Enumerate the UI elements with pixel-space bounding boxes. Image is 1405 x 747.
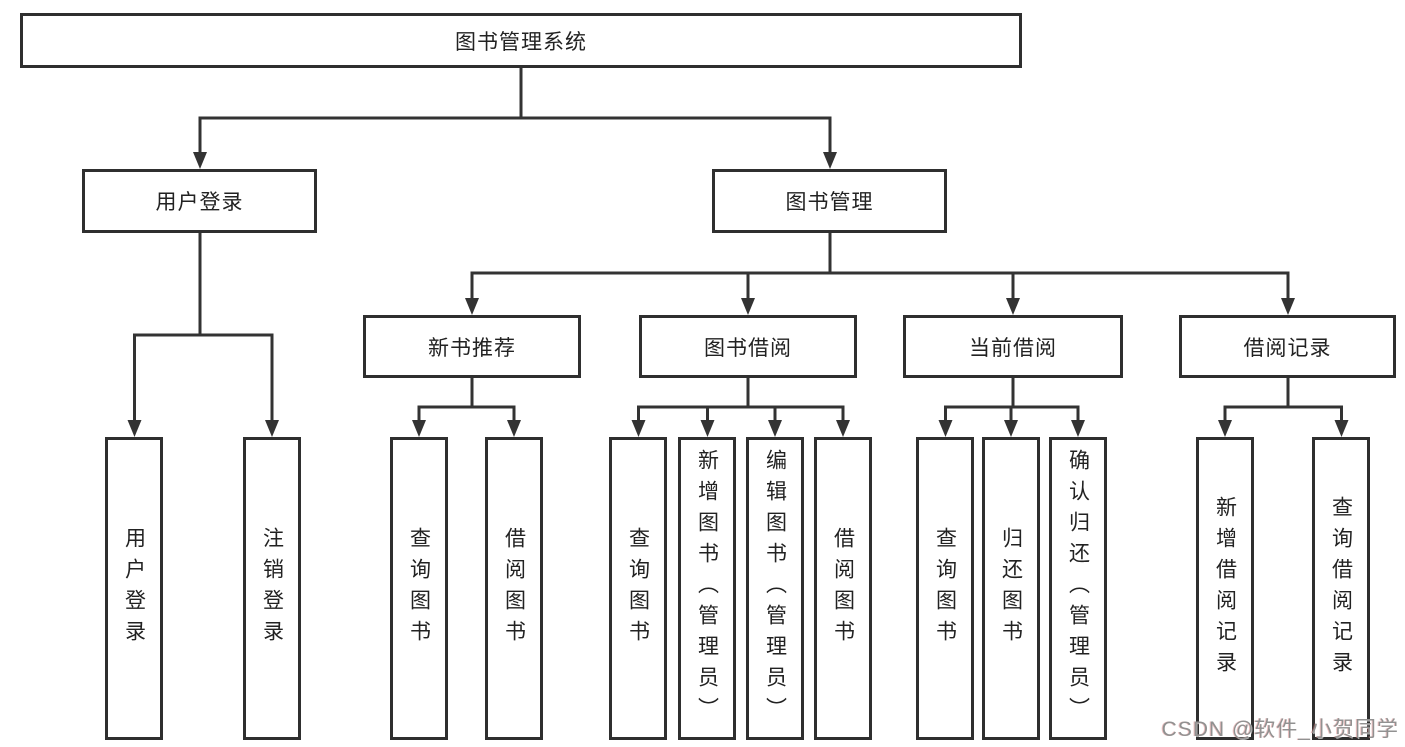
csdn-watermark: CSDN @软件_小贺同学 (1161, 718, 1399, 741)
leaf-label: 新增借阅记录 (1213, 495, 1237, 682)
node-new-book-recommend: 新书推荐 (363, 315, 581, 378)
leaf-return-books: 归还图书 (982, 437, 1040, 740)
leaf-label: 查询借阅记录 (1329, 495, 1353, 682)
leaf-query-borrow-record: 查询借阅记录 (1312, 437, 1370, 740)
leaf-user-login: 用户登录 (105, 437, 163, 740)
leaf-edit-books-admin: 编辑图书（管理员） (746, 437, 804, 740)
node-book-management: 图书管理 (712, 169, 947, 233)
node-user-login: 用户登录 (82, 169, 317, 233)
node-borrow-records: 借阅记录 (1179, 315, 1396, 378)
leaf-label: 编辑图书（管理员） (763, 449, 787, 728)
leaf-label: 查询图书 (933, 526, 957, 651)
leaf-borrow-books-recommend: 借阅图书 (485, 437, 543, 740)
leaf-label: 用户登录 (122, 526, 146, 651)
leaf-label: 归还图书 (999, 526, 1023, 651)
node-book-borrow: 图书借阅 (639, 315, 857, 378)
leaf-query-current-books: 查询图书 (916, 437, 974, 740)
leaf-label: 查询图书 (626, 526, 650, 651)
leaf-logout: 注销登录 (243, 437, 301, 740)
leaf-add-books-admin: 新增图书（管理员） (678, 437, 736, 740)
leaf-label: 注销登录 (260, 526, 284, 651)
leaf-label: 借阅图书 (831, 526, 855, 651)
leaf-label: 借阅图书 (502, 526, 526, 651)
leaf-query-books: 查询图书 (609, 437, 667, 740)
leaf-borrow-books: 借阅图书 (814, 437, 872, 740)
leaf-label: 查询图书 (407, 526, 431, 651)
leaf-add-borrow-record: 新增借阅记录 (1196, 437, 1254, 740)
node-current-borrow: 当前借阅 (903, 315, 1123, 378)
leaf-confirm-return-admin: 确认归还（管理员） (1049, 437, 1107, 740)
leaf-query-books-recommend: 查询图书 (390, 437, 448, 740)
leaf-label: 确认归还（管理员） (1066, 449, 1090, 728)
node-root-system: 图书管理系统 (20, 13, 1022, 68)
leaf-label: 新增图书（管理员） (695, 449, 719, 728)
